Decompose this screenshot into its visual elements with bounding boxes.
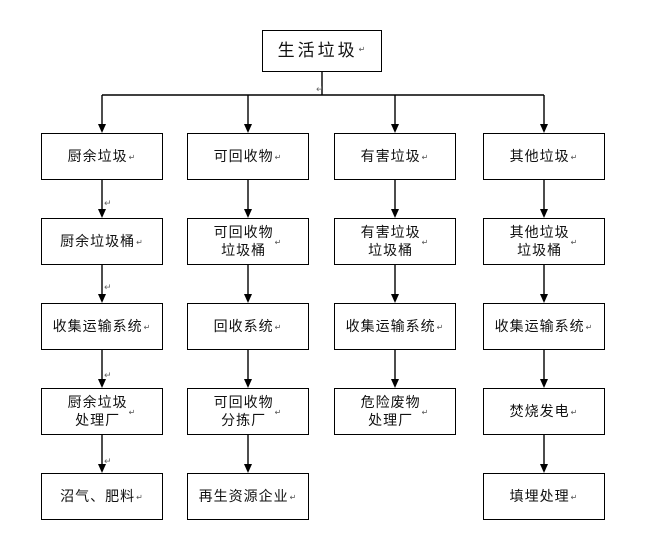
node-recyclable-step-4: 可回收物 分拣厂↵	[187, 388, 309, 435]
node-label: 收集运输系统	[52, 318, 143, 335]
paragraph-mark-icon: ↵	[136, 493, 144, 502]
paragraph-mark-icon: ↵	[570, 493, 579, 502]
arrow-recyclable-4-to-5-arrowhead	[244, 464, 252, 473]
paragraph-mark-icon: ↵	[143, 323, 152, 332]
paragraph-mark-icon: ↵	[136, 238, 144, 247]
paragraph-mark-icon: ↵	[104, 457, 112, 467]
paragraph-mark-icon: ↵	[570, 238, 579, 247]
arrow-bus-to-recyclable-arrowhead	[244, 124, 252, 133]
node-label: 厨余垃圾	[67, 148, 128, 165]
node-recyclable-step-2: 可回收物 垃圾桶↵	[187, 218, 309, 265]
node-recyclable-step-3: 回收系统↵	[187, 303, 309, 350]
node-recyclable-step-1: 可回收物↵	[187, 133, 309, 180]
arrow-other-4-to-5-arrowhead	[540, 464, 548, 473]
node-label: 沼气、肥料	[60, 488, 136, 505]
arrow-other-3-to-4-arrowhead	[540, 379, 548, 388]
node-kitchen-step-2: 厨余垃圾桶↵	[41, 218, 163, 265]
node-other-step-5: 填埋处理↵	[483, 473, 605, 520]
arrow-hazardous-2-to-3-arrowhead	[391, 294, 399, 303]
node-label: 焚烧发电	[509, 403, 570, 420]
arrow-kitchen-1-to-2-arrowhead	[98, 209, 106, 218]
node-label: 可回收物	[213, 148, 274, 165]
node-label: 其他垃圾 垃圾桶	[509, 224, 570, 259]
node-recyclable-step-5: 再生资源企业↵	[187, 473, 309, 520]
node-hazardous-step-2: 有害垃圾 垃圾桶↵	[334, 218, 456, 265]
arrow-hazardous-1-to-2-arrowhead	[391, 209, 399, 218]
arrow-recyclable-2-to-3-arrowhead	[244, 294, 252, 303]
node-other-step-3: 收集运输系统↵	[483, 303, 605, 350]
node-other-step-2: 其他垃圾 垃圾桶↵	[483, 218, 605, 265]
paragraph-mark-icon: ↵	[316, 85, 324, 95]
paragraph-mark-icon: ↵	[274, 238, 283, 247]
arrow-bus-to-other-arrowhead	[540, 124, 548, 133]
node-label: 厨余垃圾桶	[60, 233, 136, 250]
paragraph-mark-icon: ↵	[570, 153, 579, 162]
node-label: 有害垃圾 垃圾桶	[360, 224, 421, 259]
paragraph-mark-icon: ↵	[421, 153, 430, 162]
paragraph-mark-icon: ↵	[104, 371, 112, 381]
node-label: 厨余垃圾 处理厂	[67, 394, 128, 429]
paragraph-mark-icon: ↵	[436, 323, 445, 332]
node-label: 回收系统	[213, 318, 274, 335]
node-label: 有害垃圾	[360, 148, 421, 165]
arrow-kitchen-2-to-3-arrowhead	[98, 294, 106, 303]
node-label: 填埋处理	[509, 488, 570, 505]
node-other-step-1: 其他垃圾↵	[483, 133, 605, 180]
node-kitchen-step-5: 沼气、肥料↵	[41, 473, 163, 520]
arrow-kitchen-4-to-5-arrowhead	[98, 464, 106, 473]
node-label: 再生资源企业	[198, 488, 289, 505]
paragraph-mark-icon: ↵	[104, 199, 112, 209]
paragraph-mark-icon: ↵	[570, 408, 579, 417]
arrow-kitchen-3-to-4-arrowhead	[98, 379, 106, 388]
paragraph-mark-icon: ↵	[358, 45, 367, 54]
paragraph-mark-icon: ↵	[421, 408, 430, 417]
root-node-household-waste: 生活垃圾 ↵	[262, 30, 382, 72]
arrow-hazardous-3-to-4-arrowhead	[391, 379, 399, 388]
paragraph-mark-icon: ↵	[585, 323, 594, 332]
paragraph-mark-icon: ↵	[421, 238, 430, 247]
paragraph-mark-icon: ↵	[289, 493, 298, 502]
node-other-step-4: 焚烧发电↵	[483, 388, 605, 435]
arrow-recyclable-1-to-2-arrowhead	[244, 209, 252, 218]
node-label: 收集运输系统	[494, 318, 585, 335]
paragraph-mark-icon: ↵	[128, 408, 137, 417]
arrow-other-1-to-2-arrowhead	[540, 209, 548, 218]
arrow-bus-to-hazardous-arrowhead	[391, 124, 399, 133]
node-hazardous-step-4: 危险废物 处理厂↵	[334, 388, 456, 435]
paragraph-mark-icon: ↵	[128, 153, 137, 162]
node-kitchen-step-4: 厨余垃圾 处理厂↵	[41, 388, 163, 435]
node-label: 其他垃圾	[509, 148, 570, 165]
paragraph-mark-icon: ↵	[274, 153, 283, 162]
node-label: 收集运输系统	[345, 318, 436, 335]
arrow-recyclable-3-to-4-arrowhead	[244, 379, 252, 388]
node-label: 危险废物 处理厂	[360, 394, 421, 429]
node-label: 可回收物 分拣厂	[213, 394, 274, 429]
node-hazardous-step-1: 有害垃圾↵	[334, 133, 456, 180]
node-hazardous-step-3: 收集运输系统↵	[334, 303, 456, 350]
node-label: 可回收物 垃圾桶	[213, 224, 274, 259]
paragraph-mark-icon: ↵	[104, 283, 112, 293]
paragraph-mark-icon: ↵	[274, 323, 283, 332]
paragraph-mark-icon: ↵	[274, 408, 283, 417]
arrow-other-2-to-3-arrowhead	[540, 294, 548, 303]
node-kitchen-step-1: 厨余垃圾↵	[41, 133, 163, 180]
root-node-label: 生活垃圾	[277, 41, 358, 61]
node-kitchen-step-3: 收集运输系统↵	[41, 303, 163, 350]
arrow-bus-to-kitchen-arrowhead	[98, 124, 106, 133]
